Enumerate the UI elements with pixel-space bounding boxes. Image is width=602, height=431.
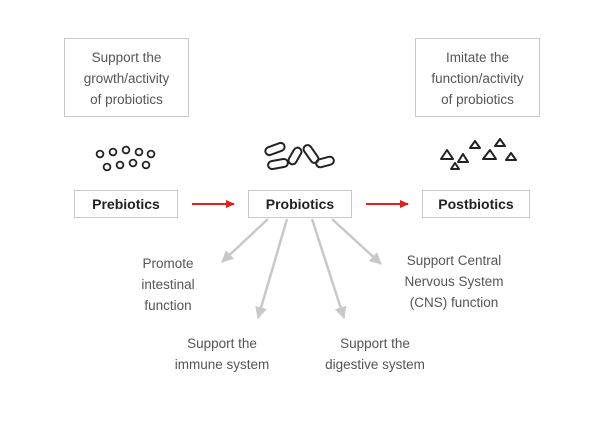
- effect-digestive-line-1: Support the: [340, 336, 410, 351]
- arrow-to-immune: [255, 218, 289, 319]
- arrow-to-intestinal: [221, 218, 269, 263]
- prebiotics-role-line-1: Support the: [91, 50, 162, 65]
- effect-cns-line-2: Nervous System: [404, 274, 504, 289]
- postbiotics-role-box: Imitate the function/activity of probiot…: [415, 38, 540, 117]
- postbiotics-role-line-2: function/activity: [431, 71, 524, 86]
- effect-cns-line-3: (CNS) function: [409, 295, 499, 310]
- postbiotics-role-line-1: Imitate the: [445, 50, 510, 65]
- probiotics-label: Probiotics: [248, 190, 352, 218]
- postbiotics-role-line-3: of probiotics: [441, 92, 514, 107]
- postbiotics-label: Postbiotics: [422, 190, 530, 218]
- effect-cns-line-1: Support Central: [406, 253, 502, 268]
- effect-cns: Support Central Nervous System (CNS) fun…: [390, 250, 518, 313]
- prebiotics-role-box: Support the growth/activity of probiotic…: [64, 38, 189, 117]
- prebiotics-role-line-3: of probiotics: [90, 92, 163, 107]
- prebiotics-label: Prebiotics: [74, 190, 178, 218]
- effect-intestinal-line-2: intestinal: [141, 277, 195, 292]
- arrow-to-digestive: [310, 218, 347, 319]
- effect-immune-line-1: Support the: [187, 336, 257, 351]
- probiotics-rods-icon: [264, 141, 335, 171]
- effect-intestinal-line-1: Promote: [142, 256, 194, 271]
- effect-digestive-line-2: digestive system: [325, 357, 425, 372]
- arrow-to-cns: [331, 218, 382, 265]
- effect-immune-line-2: immune system: [174, 357, 270, 372]
- effect-digestive: Support the digestive system: [310, 333, 440, 375]
- effect-intestinal-line-3: function: [144, 298, 192, 313]
- prebiotics-circles-icon: [95, 145, 156, 172]
- postbiotics-triangles-icon: [440, 138, 517, 170]
- effect-intestinal: Promote intestinal function: [118, 253, 218, 316]
- effect-immune: Support the immune system: [160, 333, 284, 375]
- prebiotics-role-line-2: growth/activity: [83, 71, 170, 86]
